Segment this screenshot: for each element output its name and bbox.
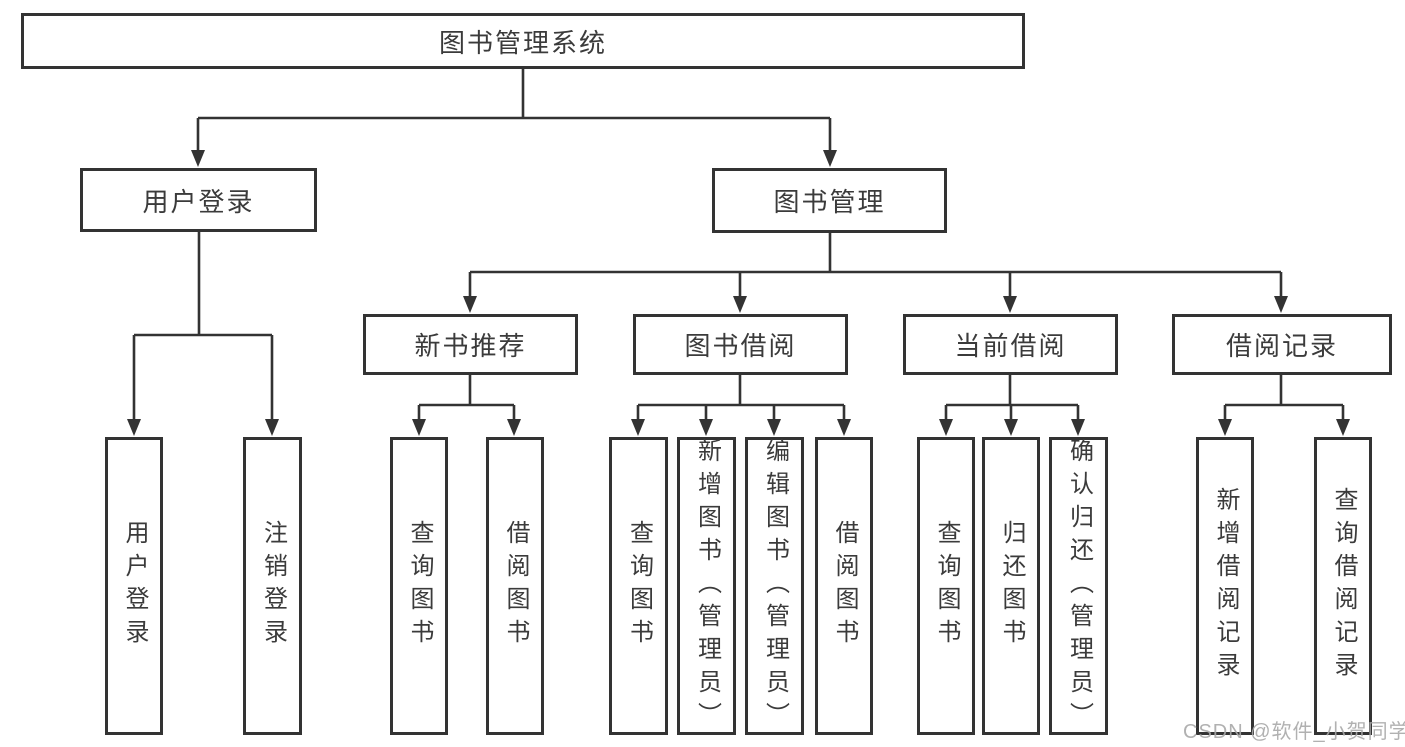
node-label: 用户登录 xyxy=(121,520,148,652)
node-query-books-3: 查询图书 xyxy=(917,437,975,735)
node-new-book-recommendation: 新书推荐 xyxy=(363,314,578,375)
node-borrow-books-1: 借阅图书 xyxy=(486,437,544,735)
arrowhead xyxy=(939,419,953,436)
arrowhead xyxy=(463,296,477,313)
tree-edges xyxy=(132,69,1345,423)
node-user-login: 用户登录 xyxy=(80,168,317,232)
node-library-management-system: 图书管理系统 xyxy=(21,13,1025,69)
arrowhead xyxy=(1071,419,1085,436)
node-book-borrowing: 图书借阅 xyxy=(633,314,848,375)
node-label: 借阅图书 xyxy=(502,520,529,652)
node-query-books-1: 查询图书 xyxy=(390,437,448,735)
node-label: 查询图书 xyxy=(406,520,433,652)
node-add-books-admin: 新增图书（管理员） xyxy=(677,437,736,735)
node-label: 注销登录 xyxy=(259,520,287,652)
node-label: 归还图书 xyxy=(998,520,1025,652)
arrowhead xyxy=(699,419,713,436)
arrowhead xyxy=(191,150,205,167)
node-borrowing-records: 借阅记录 xyxy=(1172,314,1392,375)
arrowhead xyxy=(1274,296,1288,313)
edge-user-login-split xyxy=(132,232,274,423)
node-query-books-2: 查询图书 xyxy=(609,437,668,735)
arrowhead xyxy=(733,296,747,313)
node-edit-books-admin: 编辑图书（管理员） xyxy=(745,437,804,735)
arrowhead xyxy=(767,419,781,436)
node-label: 查询借阅记录 xyxy=(1330,487,1357,685)
edge-current-borrowing-split xyxy=(944,375,1080,423)
arrowhead xyxy=(265,419,279,436)
node-return-books: 归还图书 xyxy=(982,437,1040,735)
arrowhead xyxy=(1336,419,1350,436)
csdn-watermark: CSDN @软件_小贺同学 xyxy=(1183,721,1405,743)
edge-new-book-split xyxy=(417,375,516,423)
arrowhead xyxy=(507,419,521,436)
edge-book-borrowing-split xyxy=(636,375,846,423)
edge-book-management-split xyxy=(468,233,1283,300)
node-confirm-return-admin: 确认归还（管理员） xyxy=(1049,437,1108,735)
node-user-login-leaf: 用户登录 xyxy=(105,437,163,735)
node-label: 查询图书 xyxy=(625,520,653,652)
arrowhead xyxy=(837,419,851,436)
node-borrow-books-2: 借阅图书 xyxy=(815,437,873,735)
node-label: 借阅图书 xyxy=(831,520,858,652)
arrowhead xyxy=(1218,419,1232,436)
node-label: 新增借阅记录 xyxy=(1212,487,1239,685)
arrowhead xyxy=(127,419,141,436)
node-label: 查询图书 xyxy=(933,520,960,652)
node-current-borrowing: 当前借阅 xyxy=(903,314,1118,375)
arrowhead xyxy=(1003,296,1017,313)
node-label: 新增图书（管理员） xyxy=(693,437,721,735)
node-label: 编辑图书（管理员） xyxy=(761,437,789,735)
arrowhead xyxy=(412,419,426,436)
node-add-borrow-record: 新增借阅记录 xyxy=(1196,437,1254,735)
node-query-borrow-record: 查询借阅记录 xyxy=(1314,437,1372,735)
arrowhead xyxy=(823,150,837,167)
arrowheads xyxy=(127,150,1350,436)
edge-borrowing-records-split xyxy=(1223,375,1345,423)
node-label: 确认归还（管理员） xyxy=(1065,437,1093,735)
node-logout: 注销登录 xyxy=(243,437,302,735)
arrowhead xyxy=(1004,419,1018,436)
edge-root-split xyxy=(196,69,832,152)
arrowhead xyxy=(631,419,645,436)
node-book-management: 图书管理 xyxy=(712,168,947,233)
